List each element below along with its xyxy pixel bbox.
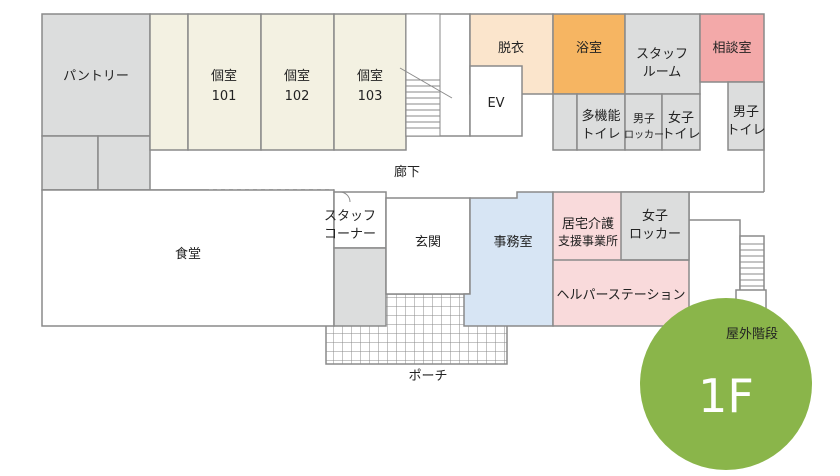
floor-badge [640, 298, 812, 470]
mens-locker [624, 93, 663, 151]
label-entrance: 玄関 [415, 235, 441, 250]
label-home-care-b: 支援事業所 [558, 234, 618, 248]
entrance [385, 197, 471, 295]
pantry-sub-right [97, 135, 151, 191]
label-corridor: 廊下 [394, 164, 420, 180]
private-room-103 [333, 13, 407, 151]
consultation-room [699, 13, 765, 83]
label-changing: 脱衣 [498, 40, 524, 56]
womens-toilet [661, 93, 701, 151]
label-office: 事務室 [493, 234, 532, 250]
label-room-102-b: 102 [285, 89, 310, 104]
label-pantry: パントリー [63, 69, 129, 84]
womens-locker [620, 191, 690, 261]
bath-room [552, 13, 626, 95]
private-room-101 [187, 13, 262, 151]
label-mens-toilet-a: 男子 [733, 105, 759, 120]
label-womens-locker-a: 女子 [642, 208, 668, 224]
floor-badge-label: 1F [698, 369, 754, 423]
pantry-room [41, 13, 151, 137]
label-porch: ポーチ [408, 369, 447, 384]
label-staff-corner-a: スタッフ [324, 209, 376, 224]
label-womens-locker-b: ロッカー [629, 227, 681, 242]
mens-toilet [727, 81, 765, 151]
label-mens-toilet-b: トイレ [726, 123, 765, 138]
label-outdoor-stairs: 屋外階段 [726, 327, 778, 342]
label-room-102-a: 個室 [284, 68, 310, 84]
label-mens-locker-a: 男子 [633, 112, 655, 125]
label-room-101-b: 101 [212, 89, 237, 104]
label-staff-corner-b: コーナー [324, 227, 376, 242]
label-dining: 食堂 [175, 246, 201, 262]
label-home-care-a: 居宅介護 [562, 216, 614, 232]
label-womens-toilet-a: 女子 [668, 110, 694, 126]
label-room-101-a: 個室 [211, 68, 237, 84]
label-room-103-b: 103 [358, 89, 383, 104]
label-mens-locker-b: ロッカー [624, 129, 664, 141]
label-room-103-a: 個室 [357, 68, 383, 84]
elevator [469, 65, 523, 137]
private-room-strip [149, 13, 189, 151]
label-staff-room-a: スタッフ [636, 47, 688, 62]
label-helper-station: ヘルパーステーション [556, 288, 685, 303]
label-womens-toilet-b: トイレ [661, 127, 700, 142]
office [463, 191, 554, 327]
label-multi-toilet-a: 多機能 [581, 108, 620, 124]
label-ev: EV [487, 96, 504, 111]
label-multi-toilet-b: トイレ [581, 127, 620, 142]
label-staff-room-b: ルーム [643, 65, 682, 80]
label-consultation: 相談室 [712, 40, 751, 56]
label-bath: 浴室 [576, 40, 602, 56]
outdoor-stairs [739, 235, 765, 297]
inner-stairs [399, 13, 471, 137]
toilet-gap [552, 93, 578, 151]
storage-box [333, 247, 387, 327]
corridor-area [150, 150, 764, 192]
pantry-sub-left [41, 135, 99, 191]
private-room-102 [260, 13, 335, 151]
